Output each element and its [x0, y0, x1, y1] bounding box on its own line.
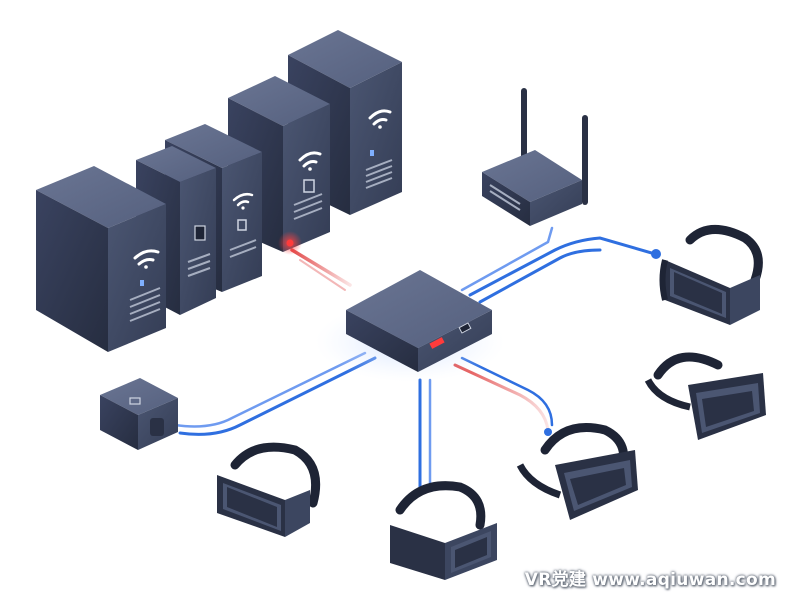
link-hub-router-1 — [468, 236, 657, 297]
wifi-icon — [133, 249, 160, 269]
network-hub-icon — [315, 270, 505, 382]
wifi-icon — [298, 151, 322, 171]
link-server-hub-red-2 — [299, 259, 346, 291]
server-tower-icon — [36, 166, 166, 352]
link-hub-headset-right-blue — [460, 356, 554, 427]
power-adapter-icon — [100, 378, 178, 450]
vr-headset-icon — [644, 352, 766, 440]
wifi-icon — [368, 109, 392, 129]
connection-links — [173, 226, 657, 492]
vr-headset-icon — [516, 423, 638, 520]
link-hub-router-3 — [460, 226, 554, 292]
wireless-router-icon — [482, 88, 588, 226]
server-rack — [36, 30, 402, 352]
link-endpoint-dot-2 — [544, 428, 552, 436]
vr-headset-icon — [217, 442, 321, 537]
watermark-site-label: VR党建 — [524, 570, 587, 590]
link-endpoint-dot — [651, 249, 661, 259]
link-hub-adapter-1 — [178, 356, 377, 436]
vr-headset-icon — [659, 225, 763, 325]
link-server-hub-red — [290, 248, 352, 287]
watermark-url: www.aqiuwan.com — [592, 570, 776, 590]
link-hub-adapter-2 — [173, 351, 367, 428]
vr-headset-icon — [390, 481, 497, 580]
link-hub-router-2 — [478, 248, 602, 304]
link-hub-headset-right-red — [453, 363, 550, 432]
wifi-icon — [232, 192, 254, 210]
